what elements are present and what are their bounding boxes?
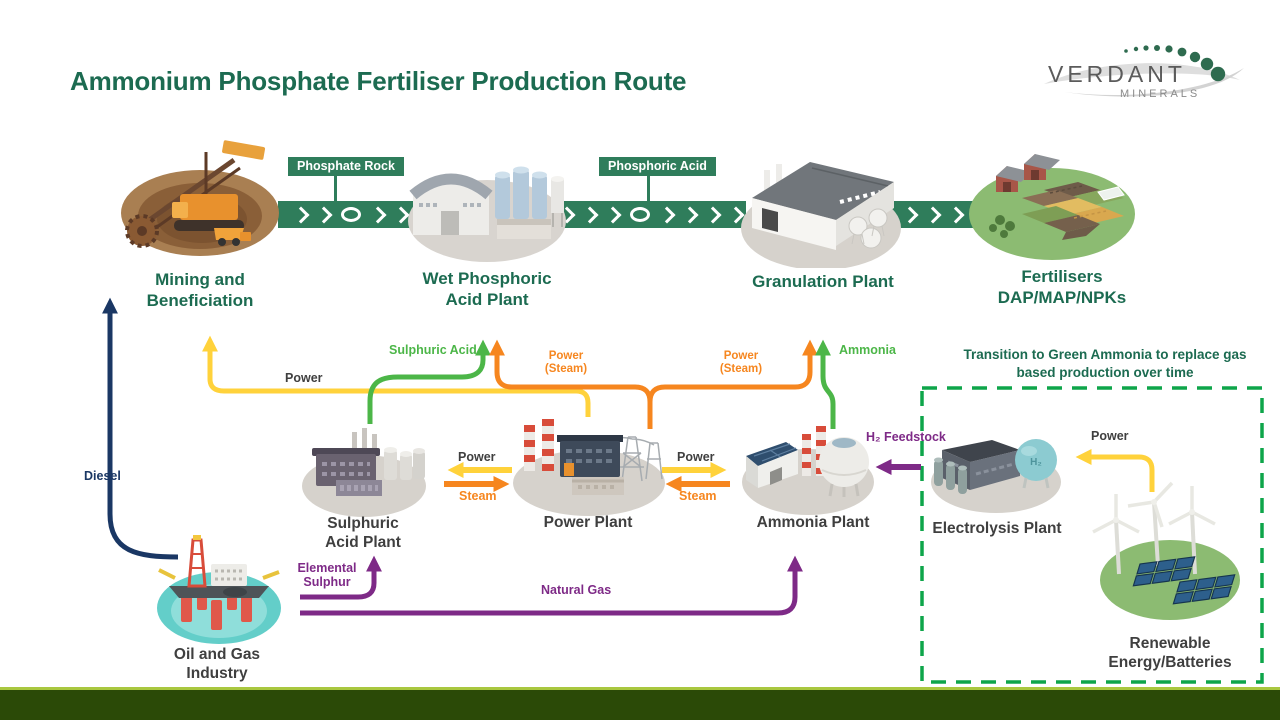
- natural-gas-flow-label: Natural Gas: [541, 583, 612, 597]
- power-plant-illustration: [513, 419, 665, 516]
- logo-brand-text: VERDANT: [1048, 61, 1186, 87]
- chevron-icon: [658, 206, 675, 223]
- acid-storage-silos: [384, 447, 425, 480]
- crop-fields: [1022, 182, 1124, 240]
- sulphuric-acid-plant-illustration: [302, 428, 426, 517]
- power-steam-left-label: Power (Steam): [544, 350, 588, 375]
- ammonia-sphere-tank: [819, 437, 869, 497]
- chevron-icon: [947, 206, 964, 223]
- power-to-mining-label: Power: [285, 371, 323, 385]
- renewable-power-label: Power: [1091, 429, 1129, 443]
- greenhouse: [1097, 186, 1125, 201]
- phosphoric-acid-stem: [647, 175, 650, 205]
- chevron-icon: [681, 206, 698, 223]
- renewable-energy-illustration: [1092, 481, 1240, 620]
- elemental-sulphur-flow-label: Elemental Sulphur: [297, 561, 357, 589]
- chevron-icon: [581, 206, 598, 223]
- h2-tank-label: H₂: [1030, 457, 1042, 468]
- steam-between-sulphuric-label: Steam: [459, 489, 497, 503]
- crane-arm: [262, 570, 280, 580]
- ammonia-flow-label: Ammonia: [839, 343, 896, 357]
- chevron-icon: [369, 206, 387, 223]
- barn: [996, 166, 1032, 192]
- mining-label: Mining and Beneficiation: [146, 270, 254, 311]
- fertilisers-farm-illustration: [969, 154, 1135, 260]
- logo-swoosh-top: [1044, 63, 1240, 84]
- footer-accent-line: [0, 687, 1280, 690]
- page-title: Ammonium Phosphate Fertiliser Production…: [70, 66, 687, 96]
- flow-band-mining-to-wpa: [278, 201, 424, 228]
- chevron-icon: [292, 206, 310, 223]
- green-ammonia-transition-note: Transition to Green Ammonia to replace g…: [963, 347, 1247, 381]
- ammonia-plant-label: Ammonia Plant: [756, 514, 870, 531]
- footer-bar: [0, 690, 1280, 720]
- wet-phosphoric-acid-plant-illustration: [408, 166, 566, 262]
- chevron-icon: [604, 206, 621, 223]
- sulphuric-plant-label: Sulphuric Acid Plant: [325, 515, 401, 552]
- dump-truck: [214, 228, 251, 246]
- fertilisers-label: Fertilisers DAP/MAP/NPKs: [997, 267, 1127, 308]
- barn: [1024, 154, 1060, 180]
- sulphuric-acid-flow-label: Sulphuric Acid: [389, 343, 477, 357]
- electrolysis-plant-illustration: H₂: [931, 439, 1061, 513]
- electrolysis-plant-label: Electrolysis Plant: [932, 520, 1062, 537]
- verdant-minerals-logo: VERDANT MINERALS: [1044, 45, 1244, 100]
- acid-silos: [495, 166, 547, 219]
- ammonia-plant-illustration: [742, 426, 874, 515]
- phosphate-rock-tag: Phosphate Rock: [288, 157, 404, 176]
- granulation-tanks: [848, 208, 888, 249]
- chevron-icon: [704, 206, 721, 223]
- granulation-plant-illustration: [741, 162, 901, 268]
- diesel-flow-line: [102, 297, 179, 560]
- granulation-label: Granulation Plant: [752, 272, 894, 291]
- flow-band-wpa-to-granulation: [556, 201, 746, 228]
- renewable-label: Renewable Energy/Batteries: [1108, 635, 1232, 672]
- h2-feedstock-flow-label: H₂ Feedstock: [866, 430, 946, 444]
- helipad: [223, 587, 247, 597]
- oil-and-gas-rig-illustration: [157, 535, 281, 644]
- logo-dots-arc: [1124, 45, 1226, 82]
- power-between-ammonia-label: Power: [677, 450, 715, 464]
- phosphate-rock-stem: [334, 175, 337, 205]
- power-plant-label: Power Plant: [543, 514, 633, 531]
- mining-illustration: [121, 140, 279, 256]
- ring-icon: [629, 207, 650, 222]
- phosphoric-acid-tag: Phosphoric Acid: [599, 157, 716, 176]
- steam-between-ammonia-label: Steam: [679, 489, 717, 503]
- wpa-label: Wet Phosphoric Acid Plant: [422, 269, 552, 310]
- power-steam-right-label: Power (Steam): [719, 350, 763, 375]
- platform-legs: [181, 588, 252, 630]
- crane-arm: [158, 568, 176, 580]
- chevron-icon: [315, 206, 333, 223]
- oil-gas-label: Oil and Gas Industry: [173, 646, 261, 683]
- power-between-sulphuric-label: Power: [458, 450, 496, 464]
- solar-roof: [746, 442, 798, 466]
- trees: [989, 215, 1015, 238]
- diesel-flow-label: Diesel: [84, 469, 121, 483]
- logo-sub-text: MINERALS: [1120, 88, 1200, 100]
- ring-icon: [341, 207, 361, 222]
- chevron-icon: [924, 206, 941, 223]
